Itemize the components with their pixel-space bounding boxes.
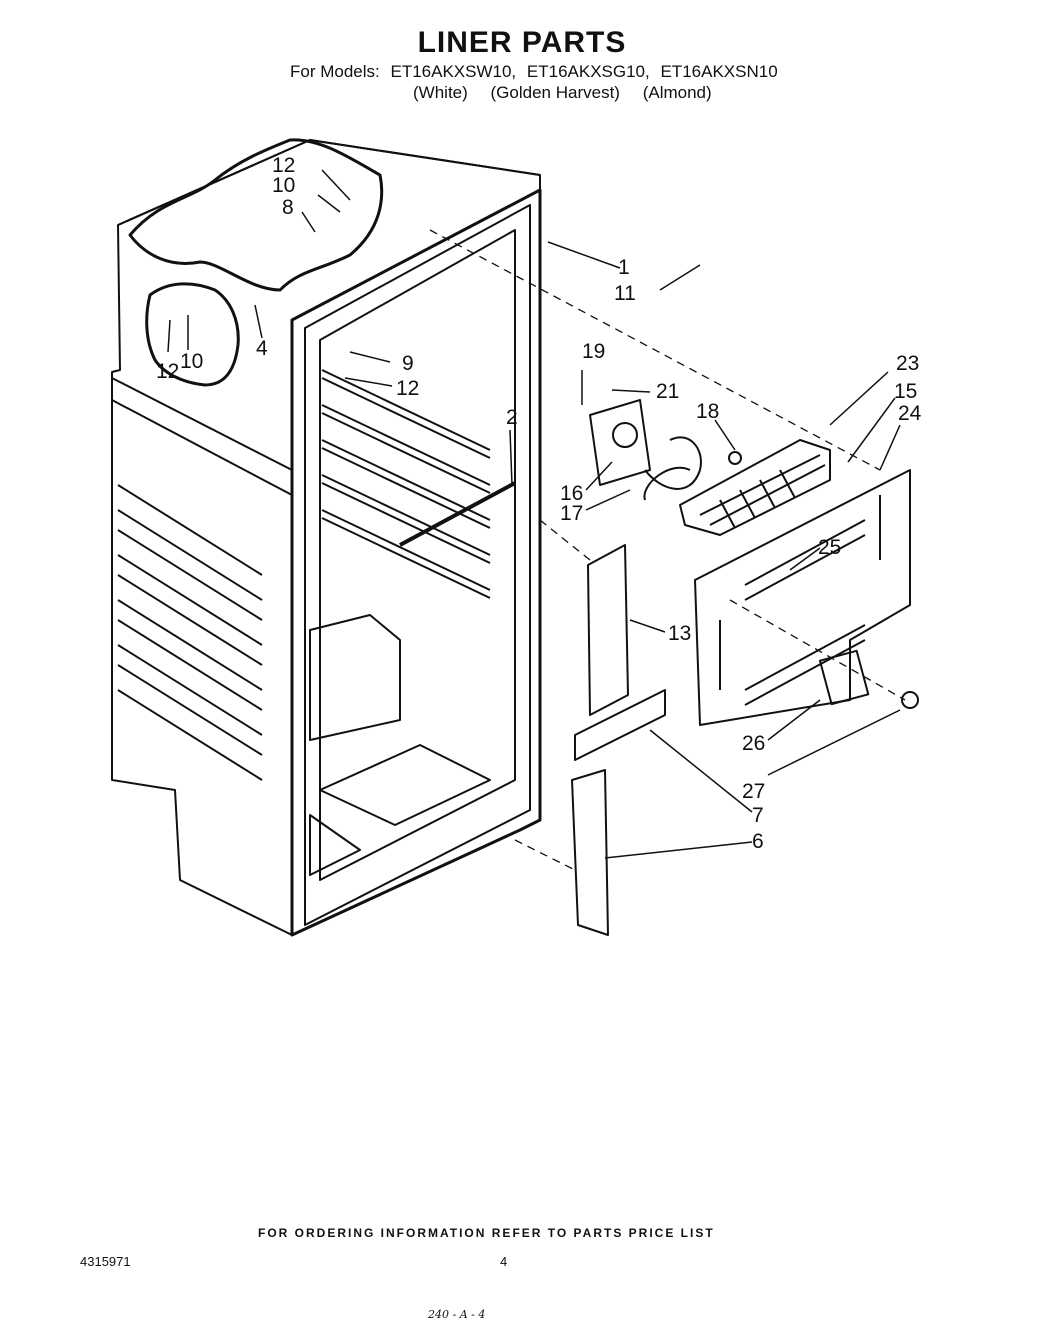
rear-panel-drawing	[694, 469, 919, 726]
ordering-note: FOR ORDERING INFORMATION REFER TO PARTS …	[258, 1226, 715, 1240]
callout-label: 6	[752, 830, 764, 853]
color-variant: (Golden Harvest)	[490, 83, 620, 102]
leader-lines	[167, 169, 901, 859]
callout-label: 4	[256, 337, 268, 360]
callout-label: 16	[560, 482, 583, 505]
handwritten-note: 240 - A - 4	[428, 1308, 486, 1321]
model-number: ET16AKXSW10,	[390, 62, 517, 81]
page-title: LINER PARTS	[417, 26, 627, 59]
callout-label: 23	[896, 352, 919, 375]
callout-label: 10	[272, 174, 295, 197]
callout-label: 2	[506, 406, 518, 429]
callout-label: 19	[582, 340, 605, 363]
callout-label: 25	[818, 536, 841, 559]
callout-label: 15	[894, 380, 917, 403]
callout-label: 18	[696, 400, 719, 423]
callout-label: 10	[180, 350, 203, 373]
callout-labels: 12 10 8 1 11 4 10 12 9 12 19 21 23 15 24…	[156, 154, 922, 853]
callout-label: 12	[396, 377, 419, 400]
callout-label: 7	[752, 804, 764, 827]
assembly-lines	[429, 229, 906, 871]
callout-label: 24	[898, 402, 922, 425]
callout-label: 26	[742, 732, 765, 755]
callout-label: 21	[656, 380, 679, 403]
model-list: For Models: ET16AKXSW10, ET16AKXSG10, ET…	[290, 62, 784, 82]
callout-label: 12	[272, 154, 295, 177]
callout-label: 27	[742, 780, 765, 803]
callout-label: 17	[560, 502, 583, 525]
callout-label: 9	[402, 352, 414, 375]
callout-label: 1	[618, 256, 630, 279]
fan-assembly-drawing	[589, 399, 831, 536]
model-number: ET16AKXSG10,	[526, 62, 650, 81]
callout-label: 13	[668, 622, 691, 645]
cabinet-liner-drawing	[111, 138, 542, 937]
page-number: 4	[500, 1254, 508, 1269]
document-number: 4315971	[80, 1254, 131, 1269]
color-variant: (White)	[413, 83, 468, 102]
color-variants: (White) (Golden Harvest) (Almond)	[413, 83, 730, 103]
callout-label: 8	[282, 196, 294, 219]
models-label: For Models:	[290, 62, 380, 81]
duct-parts-drawing	[571, 544, 666, 936]
callout-label: 11	[614, 282, 636, 305]
model-number: ET16AKXSN10	[660, 62, 778, 81]
callout-label: 12	[156, 360, 179, 383]
color-variant: (Almond)	[642, 83, 712, 102]
